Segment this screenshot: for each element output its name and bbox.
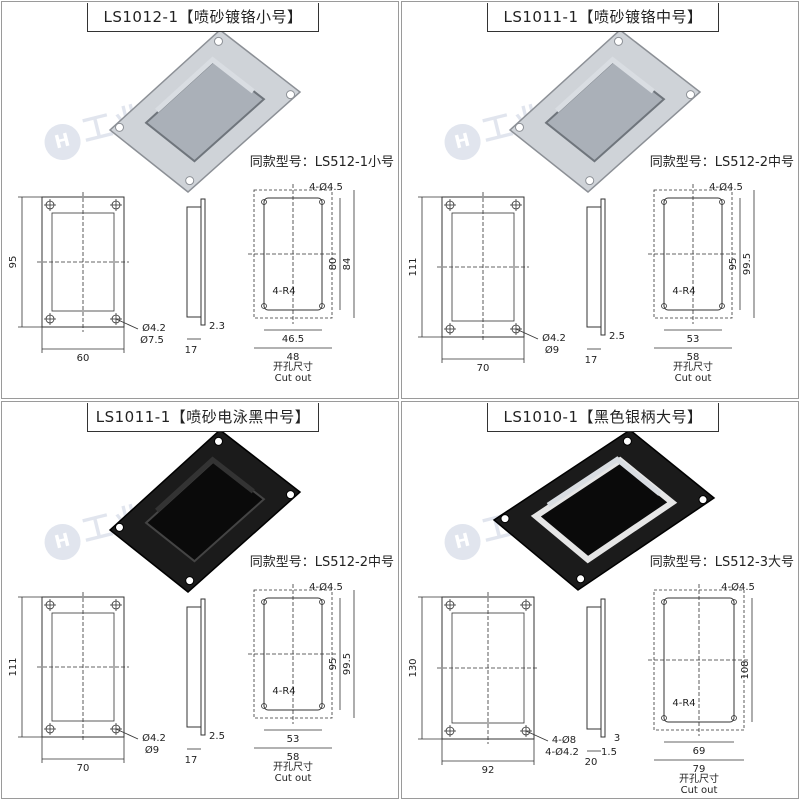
dim-cut-holes: 4-Ø4.5: [309, 181, 343, 193]
product-photo: [508, 29, 702, 193]
dim-width: 60: [77, 353, 90, 364]
dim-depth: 20: [585, 757, 598, 768]
product-drawing: 130 92 4-Ø84-Ø4.2 20 3 1.5 4-Ø4.5 4-R4 108 69 79: [408, 429, 755, 776]
product-title: LS1011-1【喷砂电泳黑中号】: [87, 403, 319, 432]
dim-outer-h: 84: [342, 258, 353, 271]
dim-radius: 4-R4: [672, 286, 695, 297]
dim-hole-a: Ø4.2: [142, 322, 166, 334]
dim-cut-holes: 4-Ø4.5: [721, 581, 755, 593]
cutout-label-en: Cut out: [680, 785, 718, 796]
dim-hole-b: Ø9: [145, 744, 159, 756]
side-view-outline: [586, 206, 602, 328]
dim-inner-w: 46.5: [282, 334, 304, 345]
dim-radius: 4-R4: [672, 698, 695, 709]
dim-height: 111: [408, 257, 419, 276]
dim-inner-w: 53: [287, 734, 300, 745]
dim-height: 130: [408, 658, 419, 677]
dim-outer-h: 99.5: [342, 653, 353, 675]
product-panel-ls1011-black: H工业五金产品11170Ø4.2Ø9172.54-Ø4.54-R49599.55…: [1, 401, 399, 799]
dim-outer-w: 48: [287, 352, 300, 363]
dim-inner-w: 69: [693, 746, 706, 757]
cutout-label: 开孔尺寸: [273, 362, 313, 373]
cutout-label: 开孔尺寸: [673, 362, 713, 373]
dim-hole-a: Ø4.2: [142, 732, 166, 744]
dim-outer-w: 58: [687, 352, 700, 363]
dim-outer-w: 58: [287, 752, 300, 763]
dim-hole-a: Ø4.2: [542, 332, 566, 344]
product-title: LS1010-1【黑色银柄大号】: [487, 403, 719, 432]
product-panel-ls1011-chrome: H工业五金产品11170Ø4.2Ø9172.54-Ø4.54-R49599.55…: [401, 1, 799, 399]
product-title: LS1011-1【喷砂镀铬中号】: [487, 3, 719, 32]
cutout-label-en: Cut out: [674, 373, 712, 384]
dim-cut-holes: 4-Ø4.5: [709, 181, 743, 193]
cutout-label-en: Cut out: [274, 773, 312, 784]
same-model-label: 同款型号：LS512-3大号: [649, 555, 794, 570]
dim-cut-holes: 4-Ø4.5: [309, 581, 343, 593]
product-photo: [108, 429, 302, 593]
dim-hole-b: 4-Ø4.2: [545, 746, 579, 758]
dim-flange: 2.5: [209, 731, 225, 742]
dim-depth: 17: [585, 355, 598, 366]
dim-flange: 2.3: [209, 321, 225, 332]
cutout-label: 开孔尺寸: [679, 774, 719, 785]
dim-hole-a: 4-Ø8: [552, 734, 576, 746]
dim-inner-h: 95: [328, 658, 339, 671]
cutout-label-en: Cut out: [274, 373, 312, 384]
dim-radius: 4-R4: [272, 686, 295, 697]
dim-width: 70: [77, 763, 90, 774]
dim-outer-w: 79: [693, 764, 706, 775]
dim-flange: 2.5: [609, 331, 625, 342]
product-panel-ls1010: H工业五金产品130924-Ø84-Ø4.22031.54-Ø4.54-R410…: [401, 401, 799, 799]
side-view-outline: [186, 606, 202, 728]
product-photo: [492, 429, 716, 591]
dim-radius: 4-R4: [272, 286, 295, 297]
product-title: LS1012-1【喷砂镀铬小号】: [87, 3, 319, 32]
side-view-outline: [186, 206, 202, 318]
dim-outer-h: 99.5: [742, 253, 753, 275]
dim-inner-h: 108: [740, 660, 751, 679]
dim-inner-h: 80: [328, 258, 339, 271]
same-model-label: 同款型号：LS512-1小号: [249, 155, 394, 170]
side-view-outline: [586, 606, 602, 730]
dim-inner-w: 53: [687, 334, 700, 345]
dim-depth: 17: [185, 755, 198, 766]
dim-hole-b: Ø7.5: [140, 334, 164, 346]
product-panel-ls1012: H工业五金产品9560Ø4.2Ø7.5172.34-Ø4.54-R4808446…: [1, 1, 399, 399]
dim-flange2: 1.5: [601, 747, 617, 758]
dim-hole-b: Ø9: [545, 344, 559, 356]
dim-depth: 17: [185, 345, 198, 356]
cutout-label: 开孔尺寸: [273, 762, 313, 773]
product-photo: [108, 29, 302, 193]
same-model-label: 同款型号：LS512-2中号: [249, 555, 394, 570]
dim-height: 111: [8, 657, 19, 676]
same-model-label: 同款型号：LS512-2中号: [649, 155, 794, 170]
dim-width: 92: [482, 765, 495, 776]
dim-flange: 3: [614, 733, 620, 744]
dim-height: 95: [8, 256, 19, 269]
dim-width: 70: [477, 363, 490, 374]
dim-inner-h: 95: [728, 258, 739, 271]
